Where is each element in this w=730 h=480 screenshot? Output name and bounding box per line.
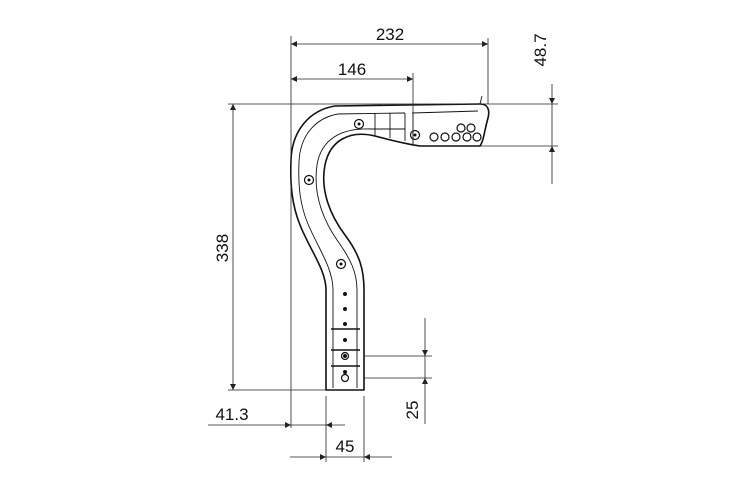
- dim-slot-pitch: 25: [403, 318, 428, 424]
- dim-label-338: 338: [213, 234, 232, 262]
- dim-stem-width: 45: [290, 437, 392, 460]
- dim-label-41-3: 41.3: [215, 405, 248, 424]
- bracket-outline: [289, 103, 490, 391]
- head-detail: [370, 95, 483, 144]
- dim-total-height: 338: [213, 104, 236, 390]
- stem-slots: [331, 328, 360, 367]
- dim-tip-height: 48.7: [531, 33, 555, 184]
- dim-label-25: 25: [403, 401, 422, 420]
- dim-label-45: 45: [336, 437, 355, 456]
- bracket-inner-line-2: [315, 128, 371, 388]
- dim-top-offset: 146: [291, 60, 413, 82]
- dim-label-232: 232: [376, 25, 404, 44]
- dim-label-48-7: 48.7: [531, 33, 550, 66]
- bracket-inner-line: [298, 110, 479, 388]
- bracket-part: [289, 95, 490, 391]
- holes: [303, 118, 482, 383]
- dim-left-offset: 41.3: [208, 405, 345, 428]
- dim-overall-width: 232: [291, 25, 488, 47]
- dim-label-146: 146: [338, 60, 366, 79]
- extension-lines: [228, 36, 558, 462]
